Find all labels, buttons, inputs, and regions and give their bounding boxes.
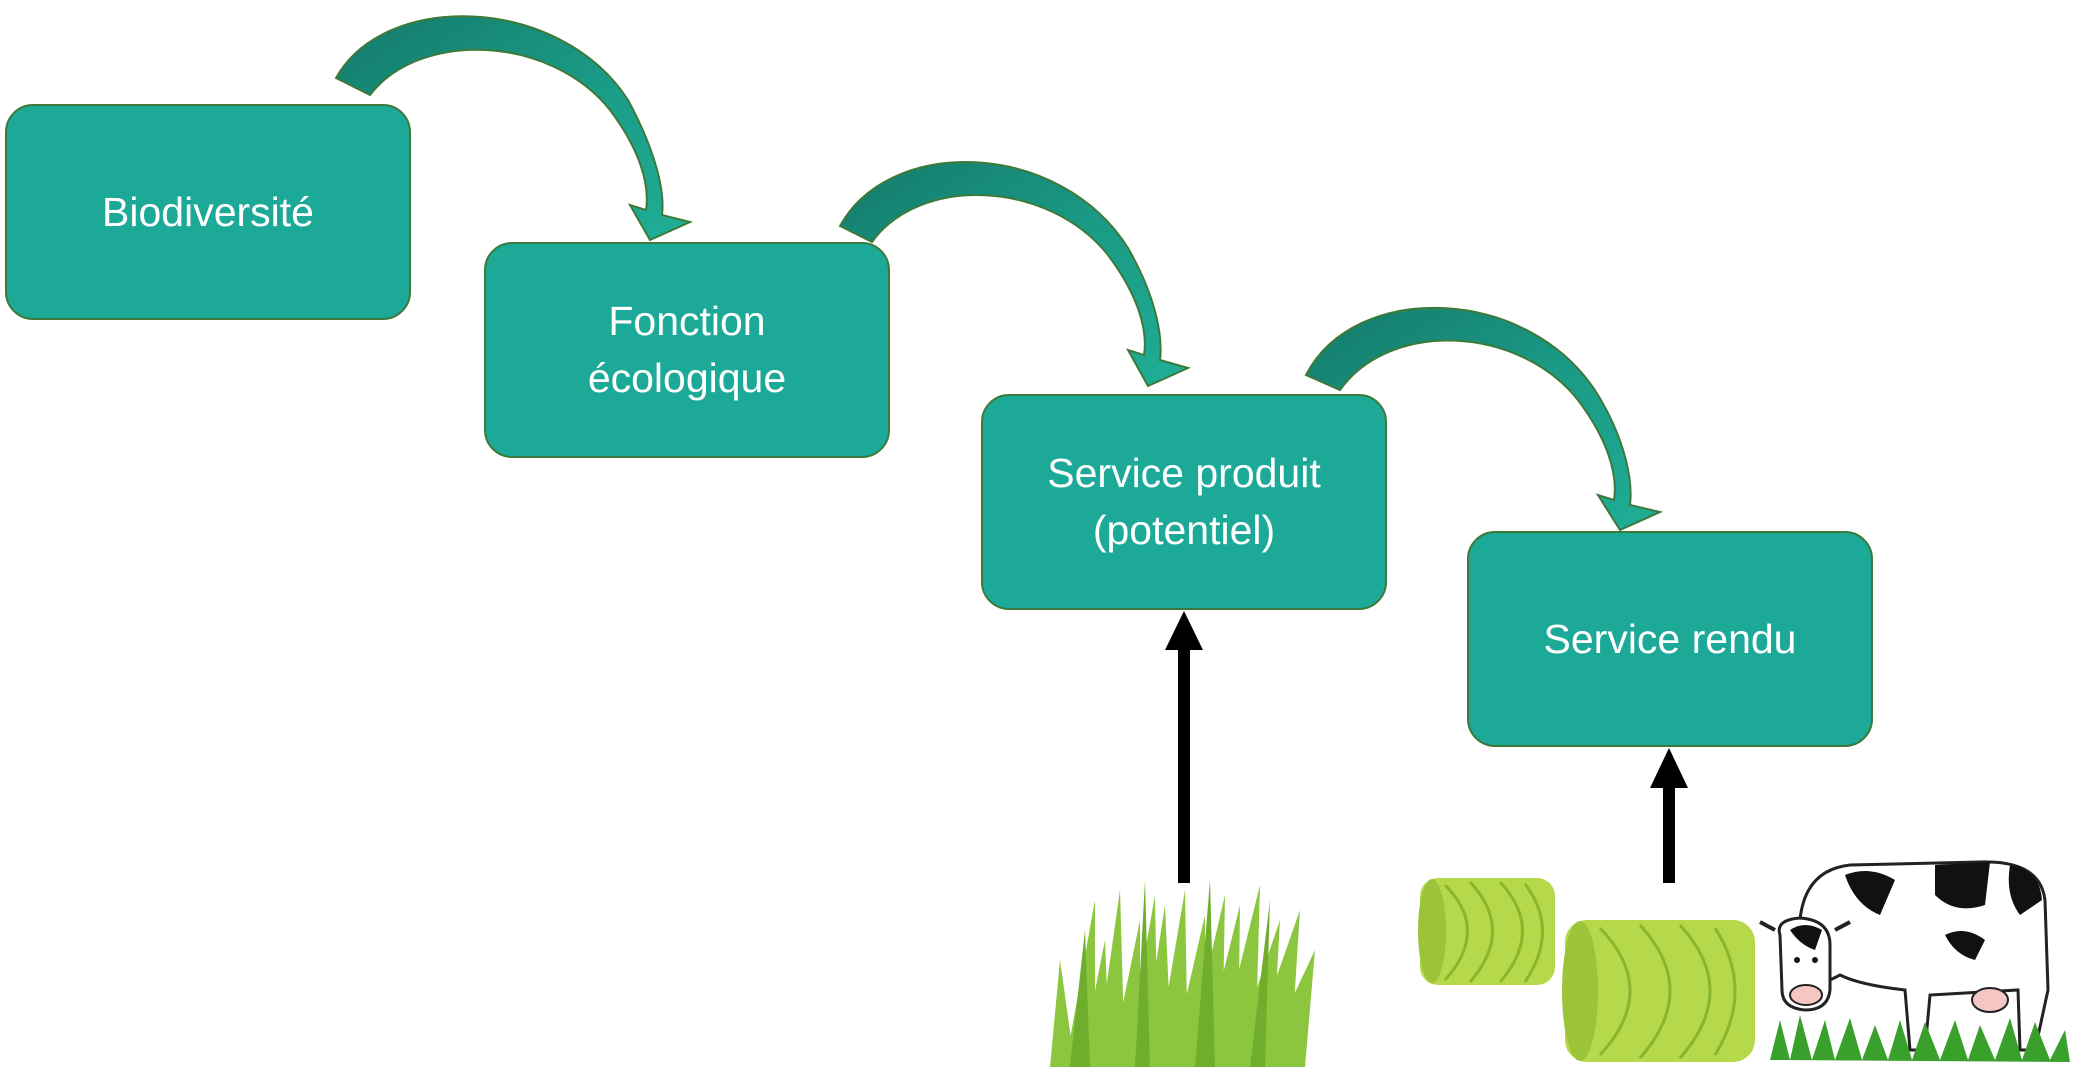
node-label: Biodiversité (102, 188, 314, 235)
curved-arrow-3 (1304, 306, 1664, 532)
curved-arrow-2 (838, 161, 1191, 388)
hay-bale-icon (1418, 878, 1755, 1062)
grass-icon (1050, 880, 1315, 1067)
vertical-arrow-1 (1165, 611, 1203, 883)
cow-icon (1759, 860, 2070, 1062)
node-label: Service rendu (1543, 615, 1797, 662)
node-service-rendu: Service rendu (1467, 531, 1873, 747)
vertical-arrow-2 (1650, 748, 1688, 883)
node-biodiversite: Biodiversité (5, 104, 411, 320)
node-label: Fonction écologique (587, 298, 787, 401)
node-label: Service produit (potentiel) (1047, 450, 1321, 553)
curved-arrow-1 (334, 15, 694, 242)
node-fonction-ecologique: Fonction écologique (484, 242, 890, 458)
node-service-produit: Service produit (potentiel) (981, 394, 1387, 610)
